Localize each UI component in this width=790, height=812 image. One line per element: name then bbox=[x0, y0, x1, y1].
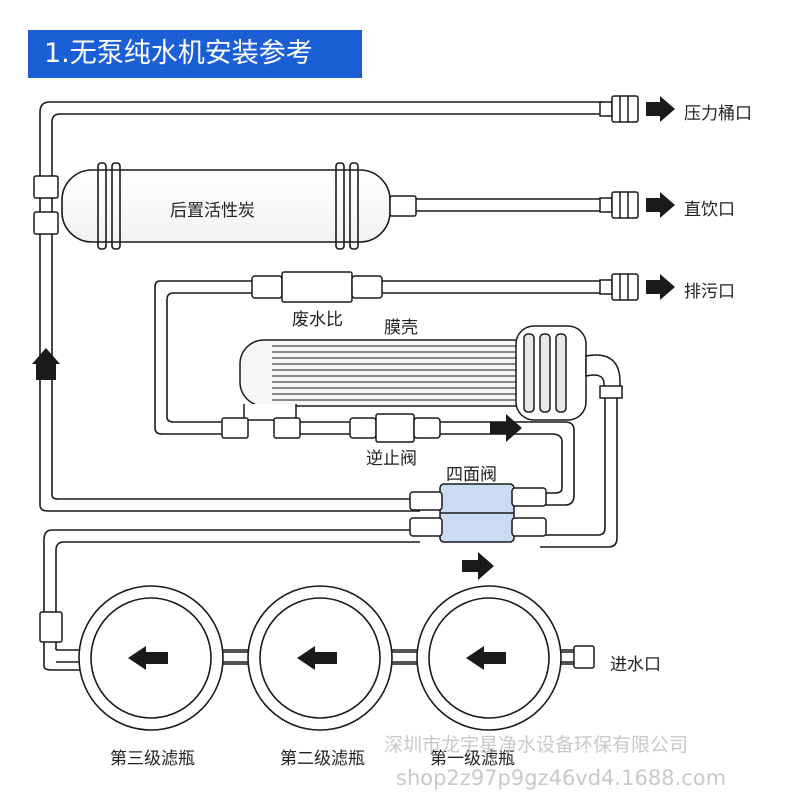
pipe-left-to-valve-outer bbox=[39, 504, 420, 512]
watermark-company: 深圳市龙宇星净水设备环保有限公司 bbox=[384, 734, 689, 756]
pipe-left-to-valve-inner bbox=[51, 494, 420, 500]
fittings bbox=[33, 175, 595, 669]
waste-ratio-valve bbox=[251, 271, 383, 303]
connector-direct-drink bbox=[599, 191, 675, 219]
pipe-pressure-tank-outer bbox=[39, 101, 605, 505]
label-inlet: 进水口 bbox=[610, 655, 661, 675]
connector-pressure-tank bbox=[599, 95, 675, 123]
label-pressure-tank: 压力桶口 bbox=[684, 104, 752, 124]
fitting-left-upper bbox=[33, 175, 59, 199]
label-four-way-valve: 四面阀 bbox=[446, 465, 497, 485]
pipe-to-stage3-inner bbox=[55, 541, 420, 615]
pipe-pressure-tank-inner bbox=[51, 113, 605, 495]
label-post-carbon: 后置活性炭 bbox=[170, 201, 255, 221]
four-way-valve-body bbox=[409, 483, 547, 543]
watermark-shop: shop2z97p9gz46vd4.1688.com bbox=[396, 766, 727, 790]
label-direct-drink: 直饮口 bbox=[684, 200, 735, 220]
bottle-stage2 bbox=[247, 585, 393, 731]
fitting-stage3-top bbox=[39, 611, 63, 643]
pipe-membrane-down-inner bbox=[540, 390, 618, 548]
pipe-to-stage3-outer bbox=[43, 529, 420, 615]
label-check-valve: 逆止阀 bbox=[366, 449, 417, 469]
connector-drain bbox=[599, 273, 675, 301]
check-valve bbox=[349, 413, 441, 443]
pipe-drain-inner bbox=[166, 292, 605, 423]
label-drain: 排污口 bbox=[684, 282, 735, 302]
label-waste-ratio: 废水比 bbox=[292, 310, 343, 330]
label-stage3: 第三级滤瓶 bbox=[110, 749, 195, 769]
pipe-check-valve-outer bbox=[300, 421, 575, 506]
post-carbon-filter bbox=[61, 162, 417, 250]
bottle-links bbox=[223, 651, 574, 665]
outlet-connectors bbox=[599, 95, 675, 301]
bottle-stage3 bbox=[78, 585, 224, 731]
pipe-drain-outer bbox=[154, 280, 605, 435]
arrow-right-valve-icon bbox=[462, 552, 494, 580]
page-title: 1.无泵纯水机安装参考 bbox=[28, 30, 362, 78]
label-membrane-shell: 膜壳 bbox=[384, 318, 418, 338]
bottle-stage1 bbox=[416, 585, 562, 731]
fitting-inlet bbox=[573, 645, 595, 669]
flow-arrows bbox=[32, 348, 522, 580]
pipe-direct-drink bbox=[415, 198, 605, 212]
filter-bottles bbox=[78, 585, 574, 731]
membrane-housing bbox=[221, 325, 623, 439]
fitting-left-lower bbox=[33, 211, 59, 235]
label-stage2: 第二级滤瓶 bbox=[280, 749, 365, 769]
arrow-up-icon bbox=[32, 348, 60, 380]
label-stage1: 第一级滤瓶 bbox=[430, 749, 515, 769]
arrow-right-check-icon bbox=[490, 414, 522, 442]
pipe-check-valve-inner bbox=[300, 433, 563, 494]
pipe-stage3-drop bbox=[43, 640, 80, 671]
pipe-membrane-down-outer bbox=[540, 390, 606, 536]
